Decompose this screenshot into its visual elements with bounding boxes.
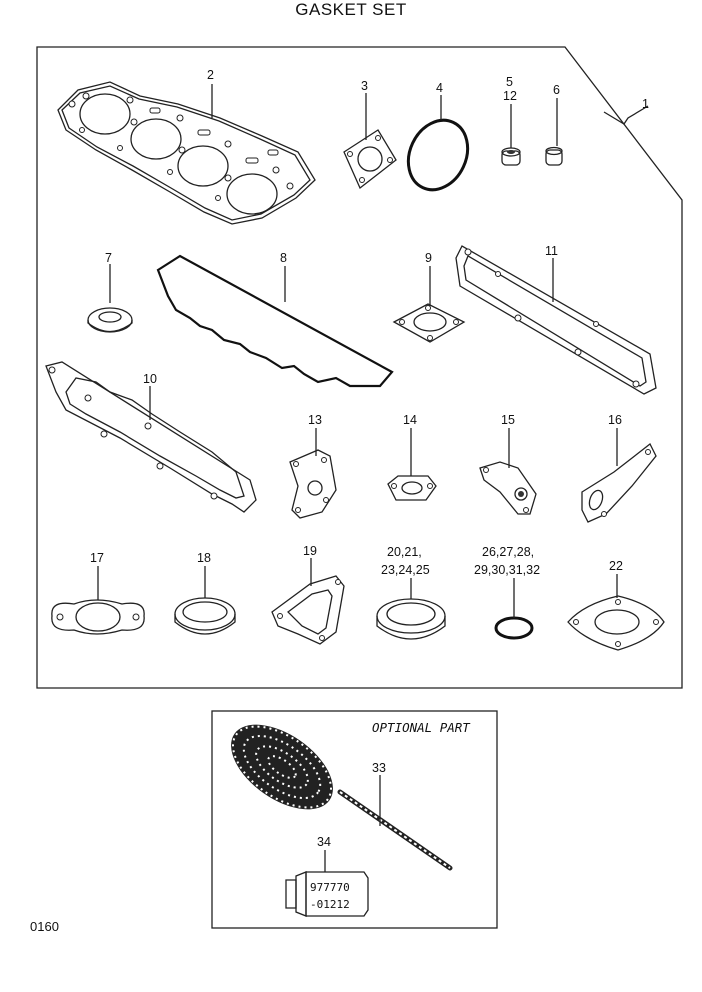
label-3: 3 <box>361 79 368 93</box>
label-2: 2 <box>207 68 214 82</box>
label-20-line1: 20,21, <box>387 545 422 559</box>
gasket-13 <box>289 449 337 519</box>
o-ring-26-32 <box>494 616 534 640</box>
label-9: 9 <box>425 251 432 265</box>
label-13: 13 <box>308 413 322 427</box>
sealant-tube: 977770 -01212 <box>285 871 369 917</box>
intake-manifold-gasket <box>455 245 657 395</box>
tube-text-line2: -01212 <box>310 898 350 911</box>
gasket-19 <box>271 575 345 645</box>
label-34: 34 <box>317 835 331 849</box>
label-15: 15 <box>501 413 515 427</box>
gasket-9 <box>392 303 466 343</box>
label-1: 1 <box>642 97 649 111</box>
label-8: 8 <box>280 251 287 265</box>
gasket-15 <box>479 461 537 515</box>
page-code: 0160 <box>30 919 59 934</box>
label-17: 17 <box>90 551 104 565</box>
tube-text-line1: 977770 <box>310 881 350 894</box>
label-18: 18 <box>197 551 211 565</box>
label-10: 10 <box>143 372 157 386</box>
label-11: 11 <box>545 244 558 258</box>
page-title: GASKET SET <box>295 0 407 19</box>
label-4: 4 <box>436 81 443 95</box>
label-14: 14 <box>403 413 417 427</box>
label-7: 7 <box>105 251 112 265</box>
seal-ring-18 <box>174 597 236 635</box>
main-frame <box>36 46 683 689</box>
rocker-cover-gasket <box>156 254 394 388</box>
valve-stem-seal <box>501 147 521 166</box>
optional-part-box <box>211 710 498 929</box>
gasket-17 <box>51 599 145 635</box>
label-33: 33 <box>372 761 386 775</box>
gasket-16 <box>581 443 657 523</box>
label-12: 12 <box>503 89 517 103</box>
gasket-14 <box>387 475 437 501</box>
label-26-line2: 29,30,31,32 <box>474 563 540 577</box>
oil-seal <box>87 307 133 333</box>
thermostat-gasket <box>343 129 397 190</box>
optional-part-label: OPTIONAL PART <box>372 720 471 735</box>
label-20-line2: 23,24,25 <box>381 563 430 577</box>
seal-6 <box>545 146 563 166</box>
seal-ring-20-25 <box>376 598 446 640</box>
label-6: 6 <box>553 83 560 97</box>
label-5: 5 <box>506 75 513 89</box>
exhaust-manifold-gasket <box>45 361 257 513</box>
leader-1 <box>603 105 649 125</box>
label-16: 16 <box>608 413 622 427</box>
label-19: 19 <box>303 544 317 558</box>
label-22: 22 <box>609 559 623 573</box>
cylinder-head-gasket <box>57 81 316 225</box>
label-26-line1: 26,27,28, <box>482 545 534 559</box>
brush-tool <box>231 724 453 871</box>
o-ring <box>406 118 470 192</box>
gasket-22 <box>567 595 665 651</box>
